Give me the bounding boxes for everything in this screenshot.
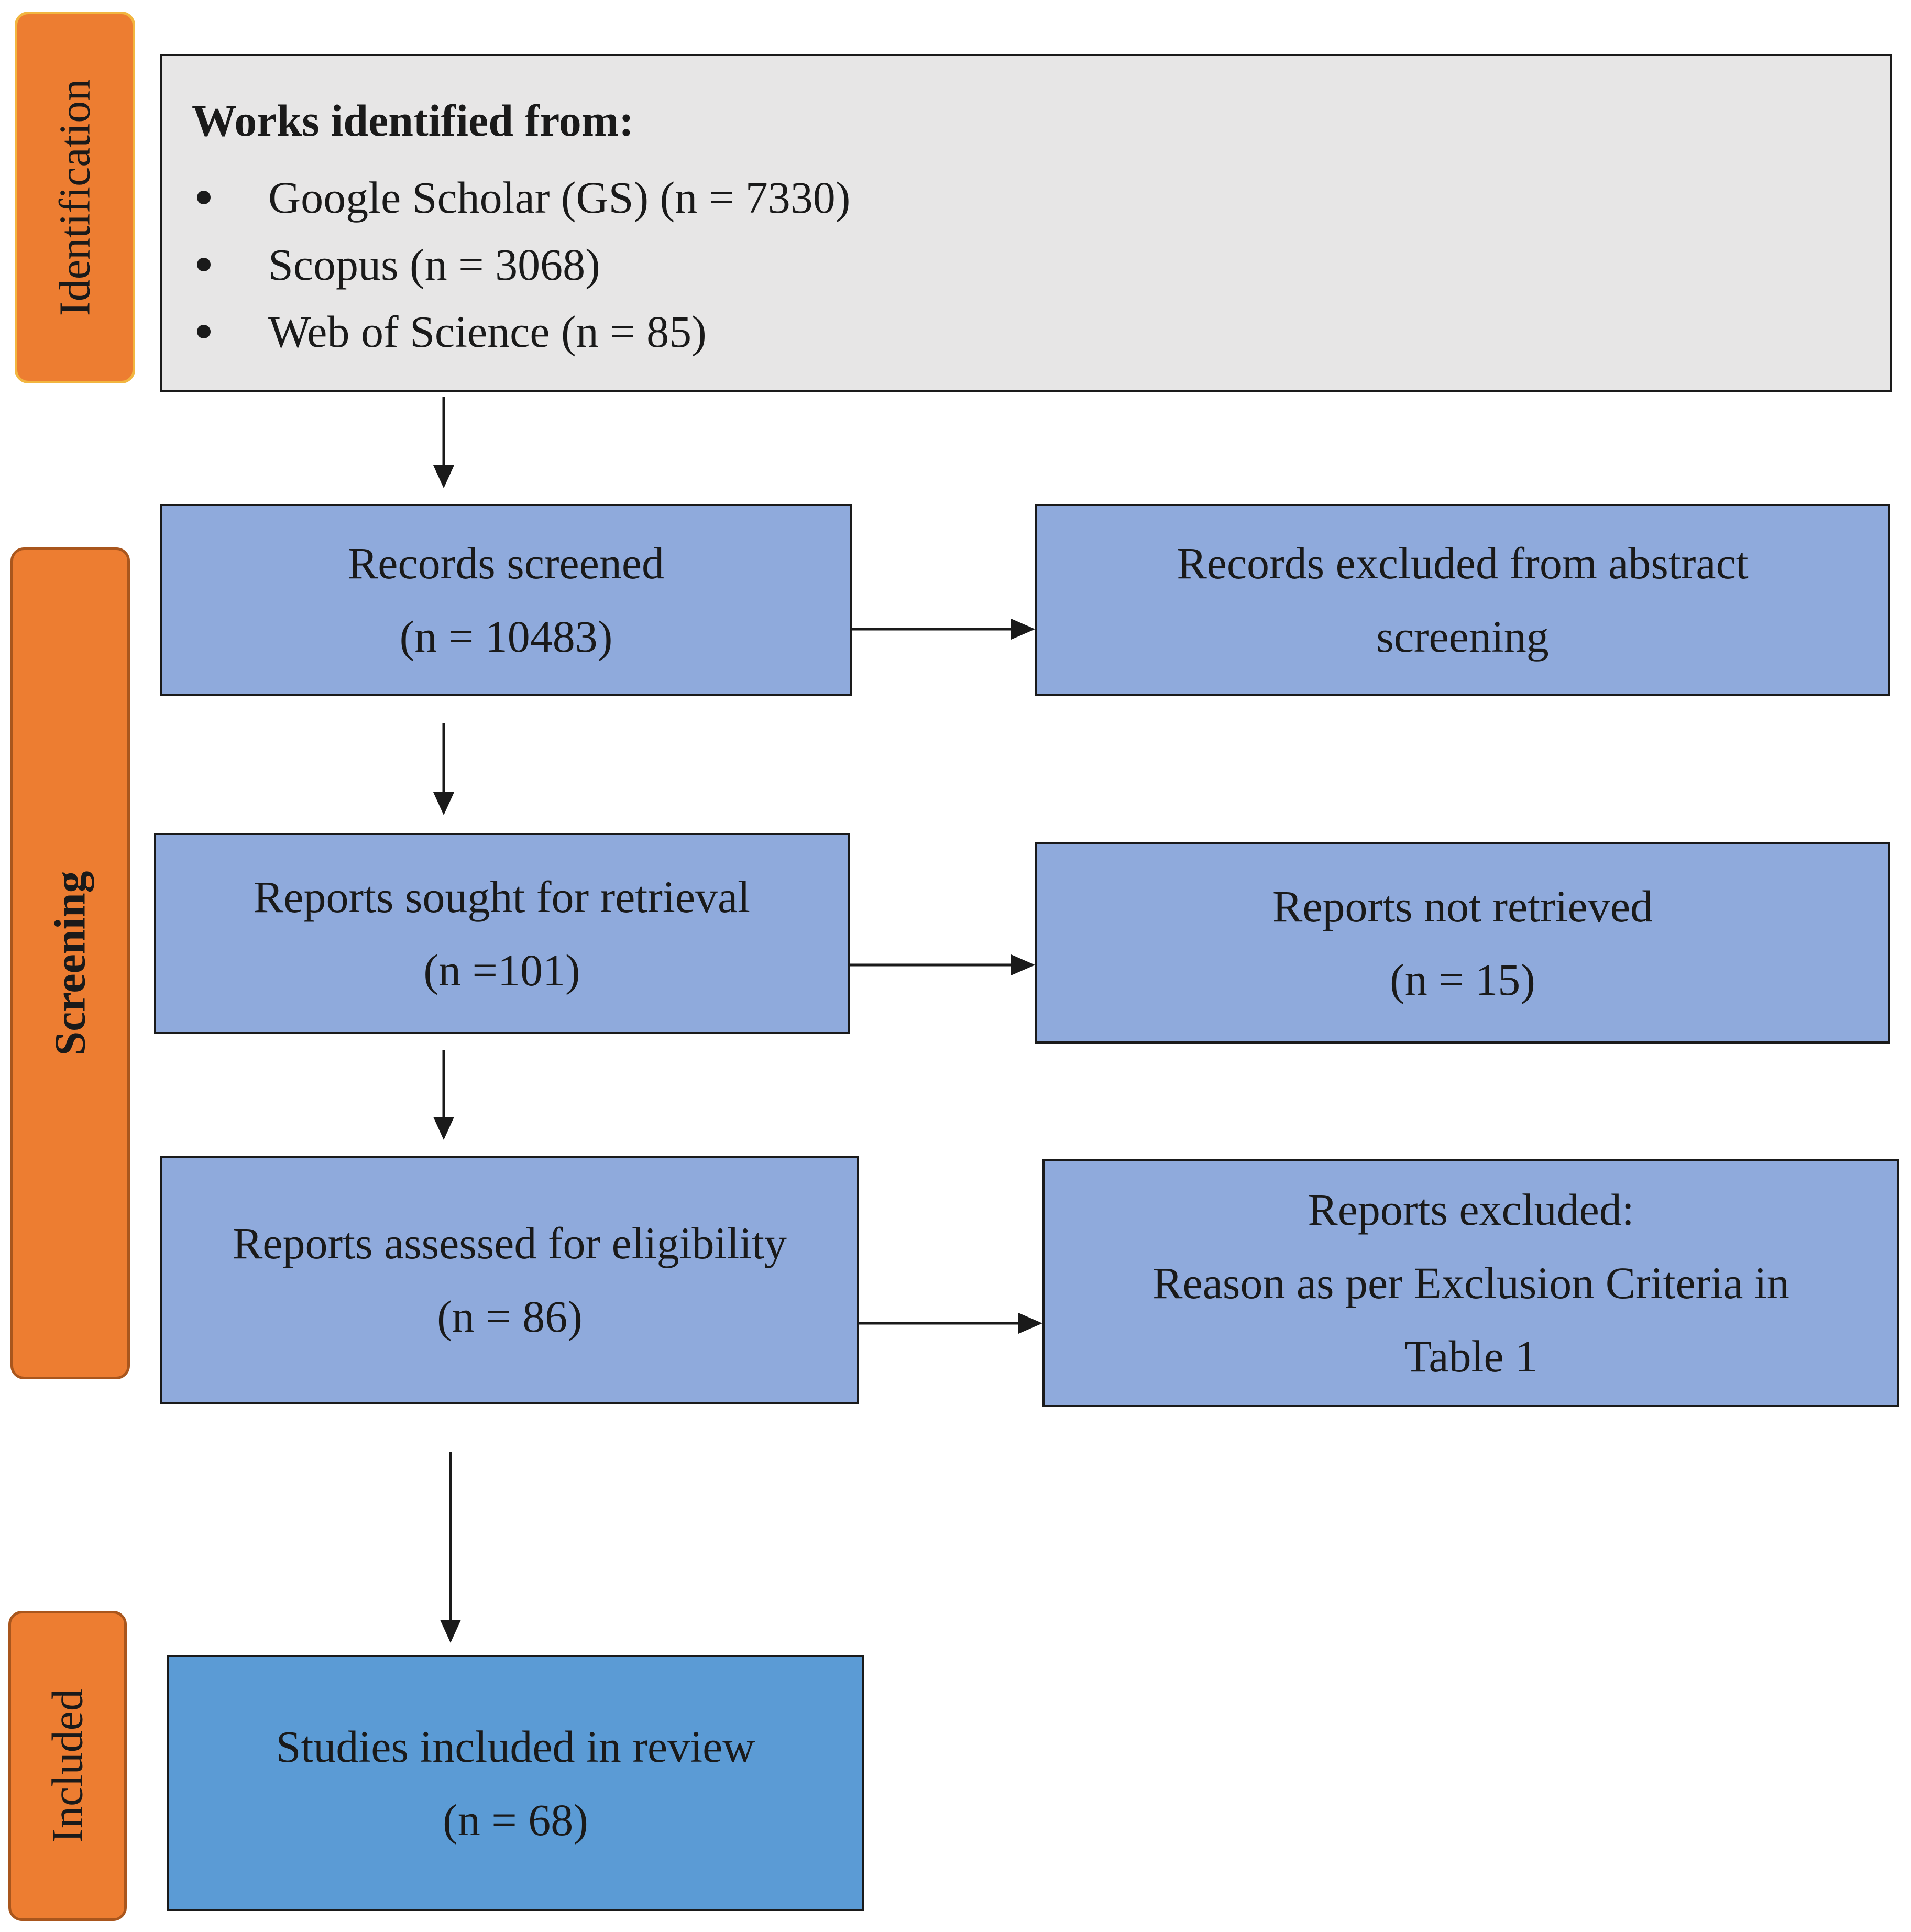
stage-screening-label: Screening (46, 871, 95, 1056)
records-excluded-box: Records excluded from abstract screening (1035, 504, 1890, 696)
stage-included: Included (8, 1611, 127, 1921)
stage-identification: Identification (15, 12, 135, 383)
arrowhead-icon (1018, 1313, 1042, 1334)
arrowhead-icon (433, 465, 454, 488)
bullet-icon (197, 258, 211, 271)
stage-identification-label: Identification (50, 79, 100, 316)
arrowhead-icon (1011, 619, 1035, 640)
source-item: Google Scholar (GS) (n = 7330) (192, 164, 1890, 231)
reports-sought-box: Reports sought for retrieval (n =101) (154, 833, 850, 1034)
reports-excluded-line3: Table 1 (1404, 1331, 1538, 1381)
records-screened-title: Records screened (347, 538, 665, 588)
reports-not-retrieved-box: Reports not retrieved (n = 15) (1035, 842, 1890, 1044)
studies-included-box: Studies included in review (n = 68) (167, 1655, 864, 1911)
source-item: Web of Science (n = 85) (192, 298, 1890, 365)
reports-assessed-title: Reports assessed for eligibility (232, 1218, 787, 1268)
records-screened-count: (n = 10483) (399, 611, 613, 662)
reports-excluded-box: Reports excluded: Reason as per Exclusio… (1042, 1159, 1899, 1407)
reports-not-retrieved-count: (n = 15) (1390, 954, 1535, 1005)
reports-assessed-count: (n = 86) (437, 1291, 583, 1342)
bullet-icon (197, 325, 211, 338)
stage-included-label: Included (43, 1689, 92, 1843)
identified-source-list: Google Scholar (GS) (n = 7330) Scopus (n… (192, 164, 1890, 365)
studies-included-title: Studies included in review (276, 1721, 755, 1772)
arrowhead-icon (440, 1620, 461, 1643)
stage-screening: Screening (10, 547, 130, 1379)
arrowhead-icon (433, 1117, 454, 1140)
records-excluded-line2: screening (1376, 611, 1549, 662)
studies-included-count: (n = 68) (443, 1795, 588, 1845)
source-label: Scopus (n = 3068) (268, 239, 600, 290)
source-label: Google Scholar (GS) (n = 7330) (268, 172, 851, 223)
reports-sought-count: (n =101) (423, 945, 580, 995)
reports-excluded-line1: Reports excluded: (1308, 1184, 1634, 1235)
reports-excluded-line2: Reason as per Exclusion Criteria in (1152, 1258, 1789, 1308)
reports-sought-title: Reports sought for retrieval (253, 872, 751, 922)
bullet-icon (197, 191, 211, 204)
source-label: Web of Science (n = 85) (268, 306, 707, 357)
reports-assessed-box: Reports assessed for eligibility (n = 86… (160, 1156, 859, 1404)
identified-heading: Works identified from: (192, 95, 634, 146)
records-screened-box: Records screened (n = 10483) (160, 504, 852, 696)
reports-not-retrieved-title: Reports not retrieved (1272, 881, 1653, 931)
arrowhead-icon (433, 792, 454, 815)
arrowhead-icon (1011, 954, 1035, 975)
identified-box: Works identified from: Google Scholar (G… (160, 54, 1892, 392)
source-item: Scopus (n = 3068) (192, 231, 1890, 298)
records-excluded-line1: Records excluded from abstract (1177, 538, 1749, 588)
